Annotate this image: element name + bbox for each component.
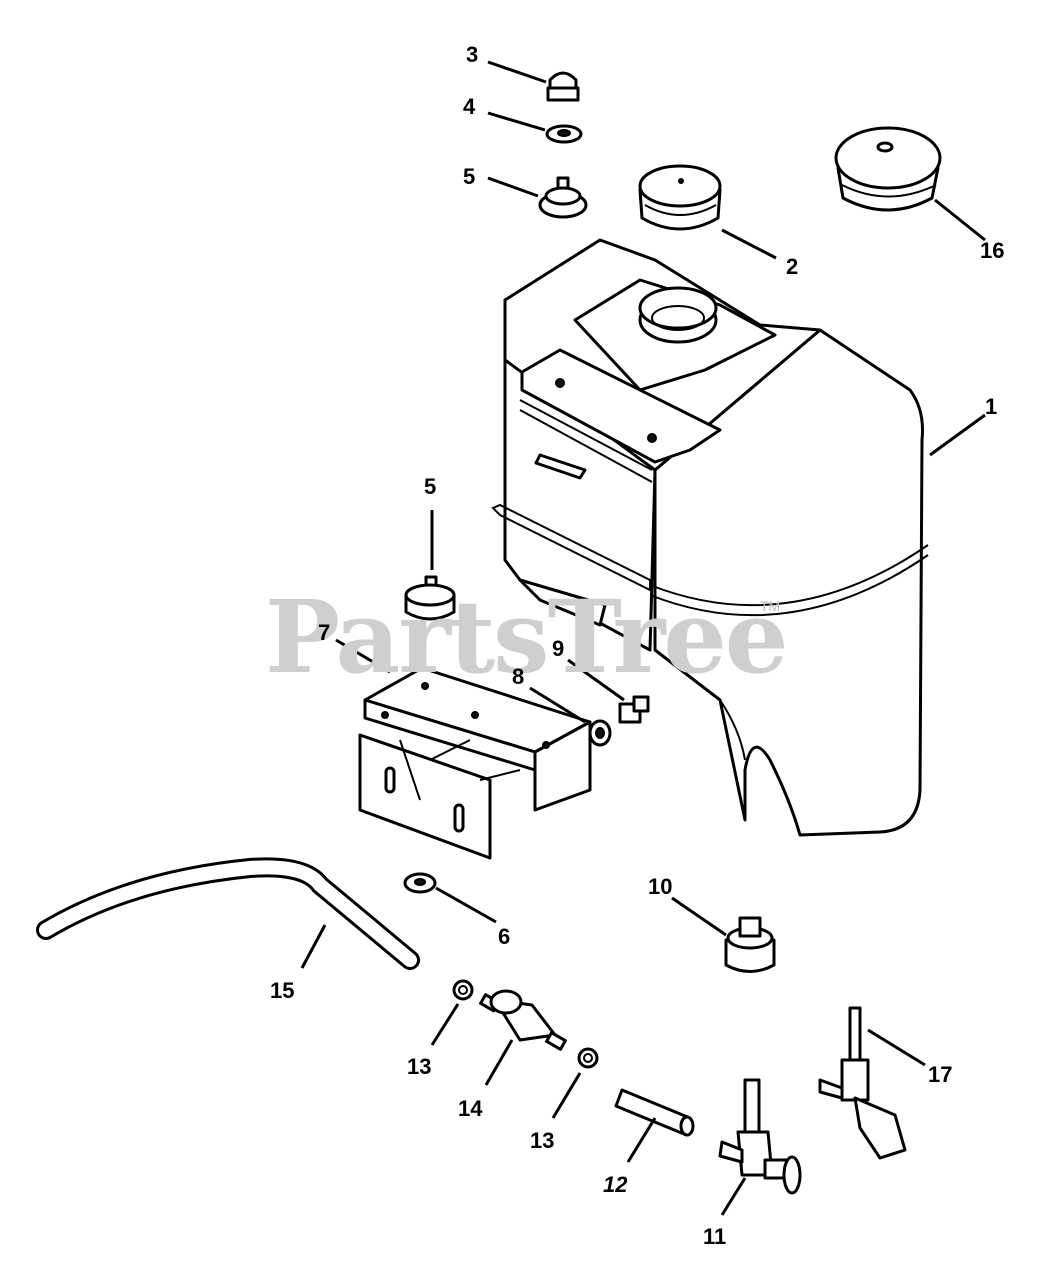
part-4-washer[interactable] <box>545 124 583 144</box>
callout-7[interactable]: 7 <box>318 620 331 645</box>
callout-10[interactable]: 10 <box>648 874 673 899</box>
part-17-valve-fitting[interactable] <box>818 1006 907 1160</box>
callout-4[interactable]: 4 <box>463 94 476 119</box>
part-6-nut[interactable] <box>403 872 437 894</box>
part-14-fuel-filter[interactable] <box>479 989 567 1051</box>
callout-13-a[interactable]: 13 <box>407 1054 432 1079</box>
callout-2[interactable]: 2 <box>786 254 799 279</box>
callout-6[interactable]: 6 <box>498 924 511 949</box>
part-7-bracket[interactable] <box>358 666 592 860</box>
part-2-fuel-cap[interactable] <box>638 164 722 231</box>
part-9-fitting[interactable] <box>618 695 650 724</box>
part-5-grommet-top[interactable] <box>538 176 588 219</box>
callout-16[interactable]: 16 <box>980 238 1005 263</box>
part-12-hose[interactable] <box>614 1088 695 1137</box>
part-13-clamp-a[interactable] <box>452 979 474 1001</box>
callout-14[interactable]: 14 <box>458 1096 483 1121</box>
callout-15[interactable]: 15 <box>270 978 295 1003</box>
callout-13-b[interactable]: 13 <box>530 1128 555 1153</box>
callout-3[interactable]: 3 <box>466 42 479 67</box>
callout-17[interactable]: 17 <box>928 1062 953 1087</box>
part-15-fuel-line[interactable] <box>36 857 420 970</box>
part-13-clamp-b[interactable] <box>577 1047 599 1069</box>
part-3-acorn-nut[interactable] <box>546 71 580 102</box>
leader-lines <box>300 60 986 1216</box>
part-10-bushing[interactable] <box>724 916 776 973</box>
part-16-vented-cap[interactable] <box>834 126 942 212</box>
part-8-washer[interactable] <box>588 719 612 747</box>
trademark-mark: TM <box>760 598 781 614</box>
part-5-grommet-lower[interactable] <box>404 575 456 621</box>
part-11-shutoff-valve[interactable] <box>718 1078 802 1195</box>
callout-5-lower[interactable]: 5 <box>424 474 437 499</box>
callout-12[interactable]: 12 <box>603 1172 628 1197</box>
callout-11[interactable]: 11 <box>703 1224 727 1249</box>
callout-5-top[interactable]: 5 <box>463 164 476 189</box>
callout-1[interactable]: 1 <box>985 394 998 419</box>
part-1-fuel-tank[interactable] <box>491 238 929 837</box>
callout-8[interactable]: 8 <box>512 664 525 689</box>
callout-9[interactable]: 9 <box>552 636 565 661</box>
